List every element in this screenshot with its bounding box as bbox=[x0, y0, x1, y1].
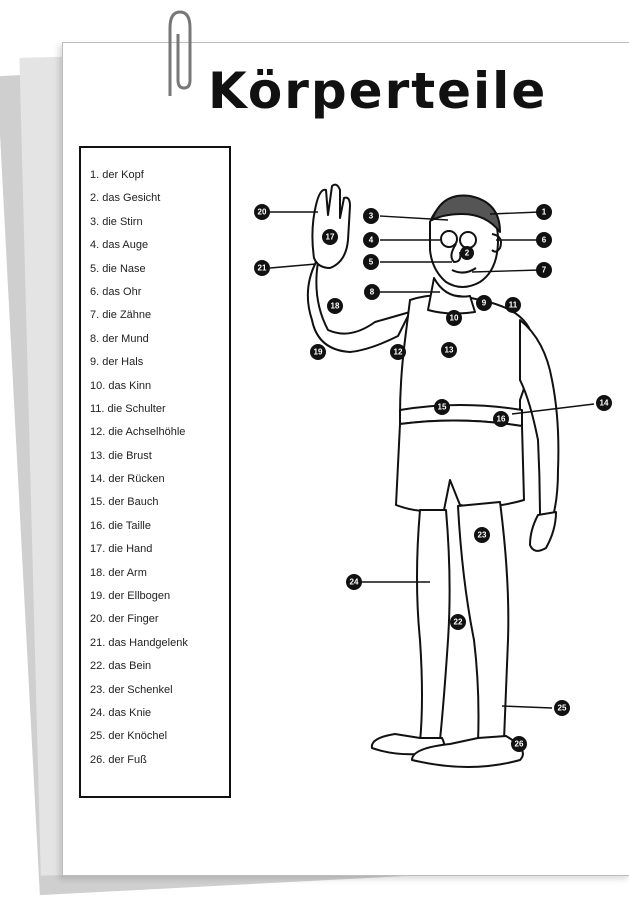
marker-5: 5 bbox=[363, 254, 379, 270]
marker-13: 13 bbox=[441, 342, 457, 358]
marker-16: 16 bbox=[493, 411, 509, 427]
svg-text:26: 26 bbox=[515, 740, 524, 749]
marker-24: 24 bbox=[346, 574, 362, 590]
svg-text:4: 4 bbox=[369, 236, 374, 245]
svg-text:14: 14 bbox=[600, 399, 609, 408]
svg-text:10: 10 bbox=[450, 314, 459, 323]
shorts bbox=[396, 420, 524, 511]
lowered-hand bbox=[530, 512, 556, 551]
svg-text:20: 20 bbox=[258, 208, 267, 217]
svg-text:17: 17 bbox=[326, 233, 335, 242]
svg-text:3: 3 bbox=[369, 212, 374, 221]
marker-11: 11 bbox=[505, 297, 521, 313]
marker-23: 23 bbox=[474, 527, 490, 543]
marker-6: 6 bbox=[536, 232, 552, 248]
svg-text:24: 24 bbox=[350, 578, 359, 587]
marker-15: 15 bbox=[434, 399, 450, 415]
marker-21: 21 bbox=[254, 260, 270, 276]
marker-4: 4 bbox=[363, 232, 379, 248]
svg-text:13: 13 bbox=[445, 346, 454, 355]
svg-text:5: 5 bbox=[369, 258, 374, 267]
marker-18: 18 bbox=[327, 298, 343, 314]
marker-22: 22 bbox=[450, 614, 466, 630]
right-leg bbox=[417, 510, 450, 742]
marker-25: 25 bbox=[554, 700, 570, 716]
marker-7: 7 bbox=[536, 262, 552, 278]
marker-17: 17 bbox=[322, 229, 338, 245]
svg-text:16: 16 bbox=[497, 415, 506, 424]
right-eyeglass bbox=[460, 232, 476, 248]
svg-text:22: 22 bbox=[454, 618, 463, 627]
svg-text:2: 2 bbox=[465, 249, 470, 258]
marker-9: 9 bbox=[476, 295, 492, 311]
svg-text:18: 18 bbox=[331, 302, 340, 311]
marker-10: 10 bbox=[446, 310, 462, 326]
svg-text:8: 8 bbox=[370, 288, 375, 297]
marker-19: 19 bbox=[310, 344, 326, 360]
svg-text:25: 25 bbox=[558, 704, 567, 713]
marker-20: 20 bbox=[254, 204, 270, 220]
raised-hand bbox=[312, 185, 350, 268]
lowered-arm bbox=[520, 320, 558, 520]
raised-arm bbox=[308, 262, 410, 352]
marker-8: 8 bbox=[364, 284, 380, 300]
marker-26: 26 bbox=[511, 736, 527, 752]
svg-text:21: 21 bbox=[258, 264, 267, 273]
marker-1: 1 bbox=[536, 204, 552, 220]
svg-text:1: 1 bbox=[542, 208, 547, 217]
man-drawing bbox=[308, 185, 559, 767]
svg-text:19: 19 bbox=[314, 348, 323, 357]
marker-3: 3 bbox=[363, 208, 379, 224]
svg-text:15: 15 bbox=[438, 403, 447, 412]
svg-text:23: 23 bbox=[478, 531, 487, 540]
marker-2: 2 bbox=[460, 246, 474, 260]
svg-text:7: 7 bbox=[542, 266, 547, 275]
marker-14: 14 bbox=[596, 395, 612, 411]
svg-text:12: 12 bbox=[394, 348, 403, 357]
svg-text:11: 11 bbox=[509, 301, 518, 310]
marker-12: 12 bbox=[390, 344, 406, 360]
svg-text:9: 9 bbox=[482, 299, 487, 308]
svg-text:6: 6 bbox=[542, 236, 547, 245]
